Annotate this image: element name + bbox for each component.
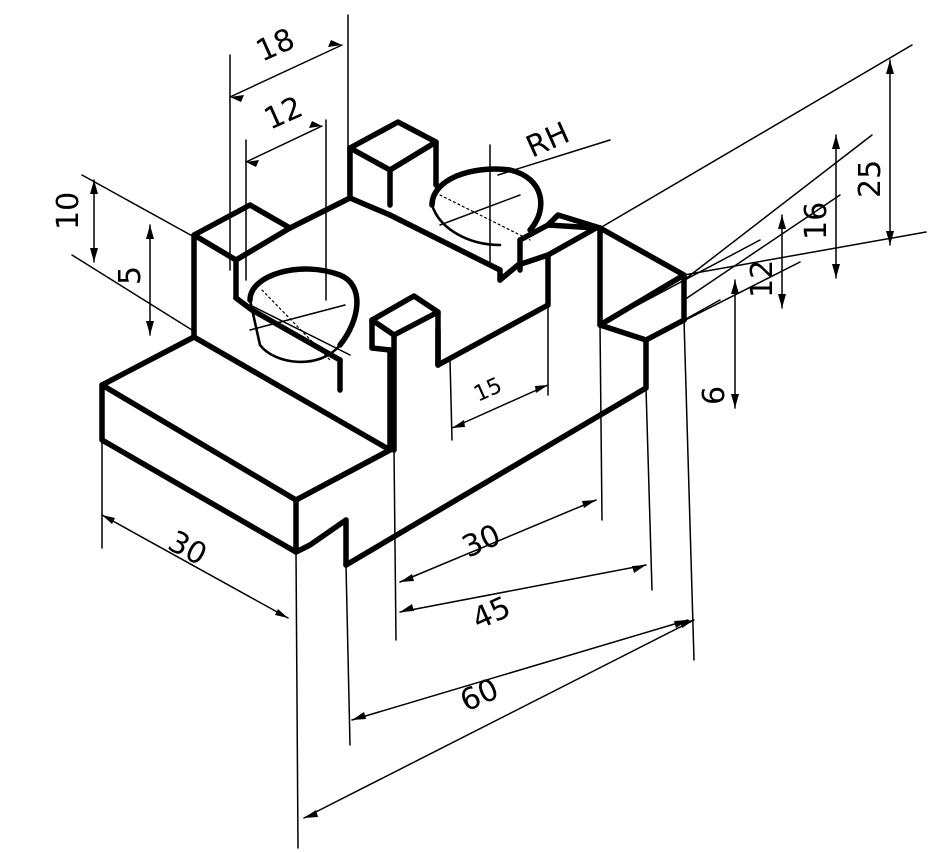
dim-18: 18 [251,22,300,70]
dim-16: 16 [799,202,834,240]
extension-lines [71,14,927,849]
hole-right [429,144,544,266]
dim-30-front: 30 [457,518,506,566]
dim-60: 60 [455,672,504,720]
dim-45: 45 [467,590,516,638]
arrowheads [90,40,894,818]
hole-left [247,266,360,364]
dim-30-left: 30 [162,524,212,573]
dim-rh: RH [521,116,575,166]
dimension-labels: 18 12 10 5 RH 25 16 12 6 15 30 30 45 60 [51,22,888,720]
dim-6: 6 [697,386,732,405]
part-outline [99,119,687,568]
dim-10: 10 [51,192,86,230]
dim-25: 25 [853,160,888,198]
dim-12-right: 12 [745,260,780,298]
dim-5: 5 [113,266,148,285]
dim-15: 15 [470,373,506,407]
dim-12-top: 12 [259,90,308,138]
